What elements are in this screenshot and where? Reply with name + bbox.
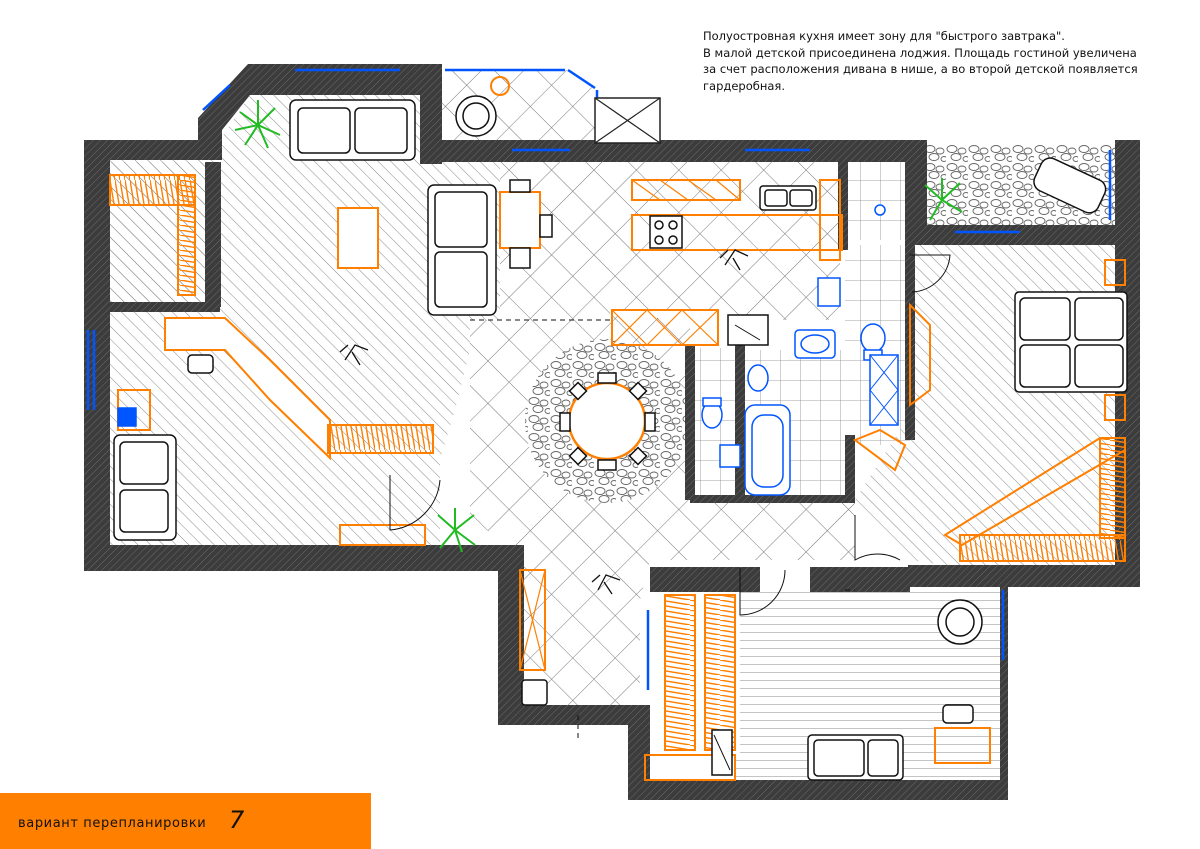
balcony-frame bbox=[594, 97, 661, 144]
variant-number: 7 bbox=[229, 806, 245, 834]
description-line-3: за счет расположения дивана в нише, а во… bbox=[703, 62, 1138, 76]
furniture-orange bbox=[109, 76, 1126, 781]
bedroom-dresser bbox=[909, 302, 931, 407]
wardrobe-bottom-1 bbox=[664, 594, 696, 751]
stove bbox=[649, 215, 683, 249]
washbasin-3 bbox=[817, 277, 841, 307]
washbasin-2 bbox=[719, 444, 741, 468]
dashed-guides bbox=[470, 319, 855, 740]
radiator-shelf bbox=[327, 424, 434, 454]
toilet-3 bbox=[860, 323, 886, 353]
coffee-table bbox=[337, 207, 379, 269]
bottom-cabinet bbox=[644, 754, 736, 781]
plants bbox=[234, 100, 963, 553]
kitchen-counter-right bbox=[819, 179, 841, 261]
bedroom-diagonal-shelf bbox=[943, 437, 1126, 547]
wardrobe-bottom-2 bbox=[704, 594, 736, 751]
bed-nightstand-1 bbox=[1104, 259, 1126, 286]
description-line-1: Полуостровная кухня имеет зону для "быст… bbox=[703, 29, 1065, 43]
plant-bottom bbox=[437, 508, 476, 553]
shower-tray bbox=[117, 407, 137, 427]
fridge bbox=[727, 314, 769, 346]
variant-banner bbox=[0, 793, 371, 849]
bottom-shelf bbox=[339, 524, 426, 546]
plant-topleft bbox=[234, 100, 281, 149]
bed-nightstand-2 bbox=[1104, 394, 1126, 421]
description-line-2: В малой детской присоединена лоджия. Пло… bbox=[703, 45, 1137, 60]
walking-markers bbox=[339, 249, 749, 595]
bedroom-wardrobe bbox=[959, 534, 1126, 562]
description-block: Полуостровная кухня имеет зону для "быст… bbox=[703, 28, 1173, 94]
floor-drain bbox=[874, 204, 886, 216]
kitchen-counter-main bbox=[631, 214, 843, 251]
windows bbox=[86, 68, 1112, 690]
bathroom-cabinet bbox=[852, 428, 907, 472]
bedroom-wardrobe-v bbox=[1099, 437, 1126, 539]
kitchen-island bbox=[611, 309, 719, 346]
desk-bottom bbox=[934, 727, 991, 764]
washing-machine bbox=[869, 354, 899, 426]
wardrobe-left-vertical bbox=[177, 174, 196, 296]
furniture-black bbox=[113, 95, 1128, 781]
sanitary bbox=[117, 204, 899, 496]
variant-label: вариант перепланировки bbox=[18, 816, 207, 831]
corner-desk bbox=[164, 317, 331, 461]
toilet-2 bbox=[747, 364, 769, 392]
hall-wardrobe bbox=[519, 569, 546, 671]
dining-table-small bbox=[499, 191, 541, 249]
walls bbox=[84, 64, 1140, 800]
utility-floor bbox=[845, 160, 910, 240]
description-line-4: гардеробная. bbox=[703, 78, 785, 93]
balcony-stool bbox=[490, 76, 510, 96]
kitchen-upper-counter bbox=[631, 179, 741, 201]
plant-loggia bbox=[924, 178, 963, 221]
loggia-lounger bbox=[1033, 157, 1107, 214]
